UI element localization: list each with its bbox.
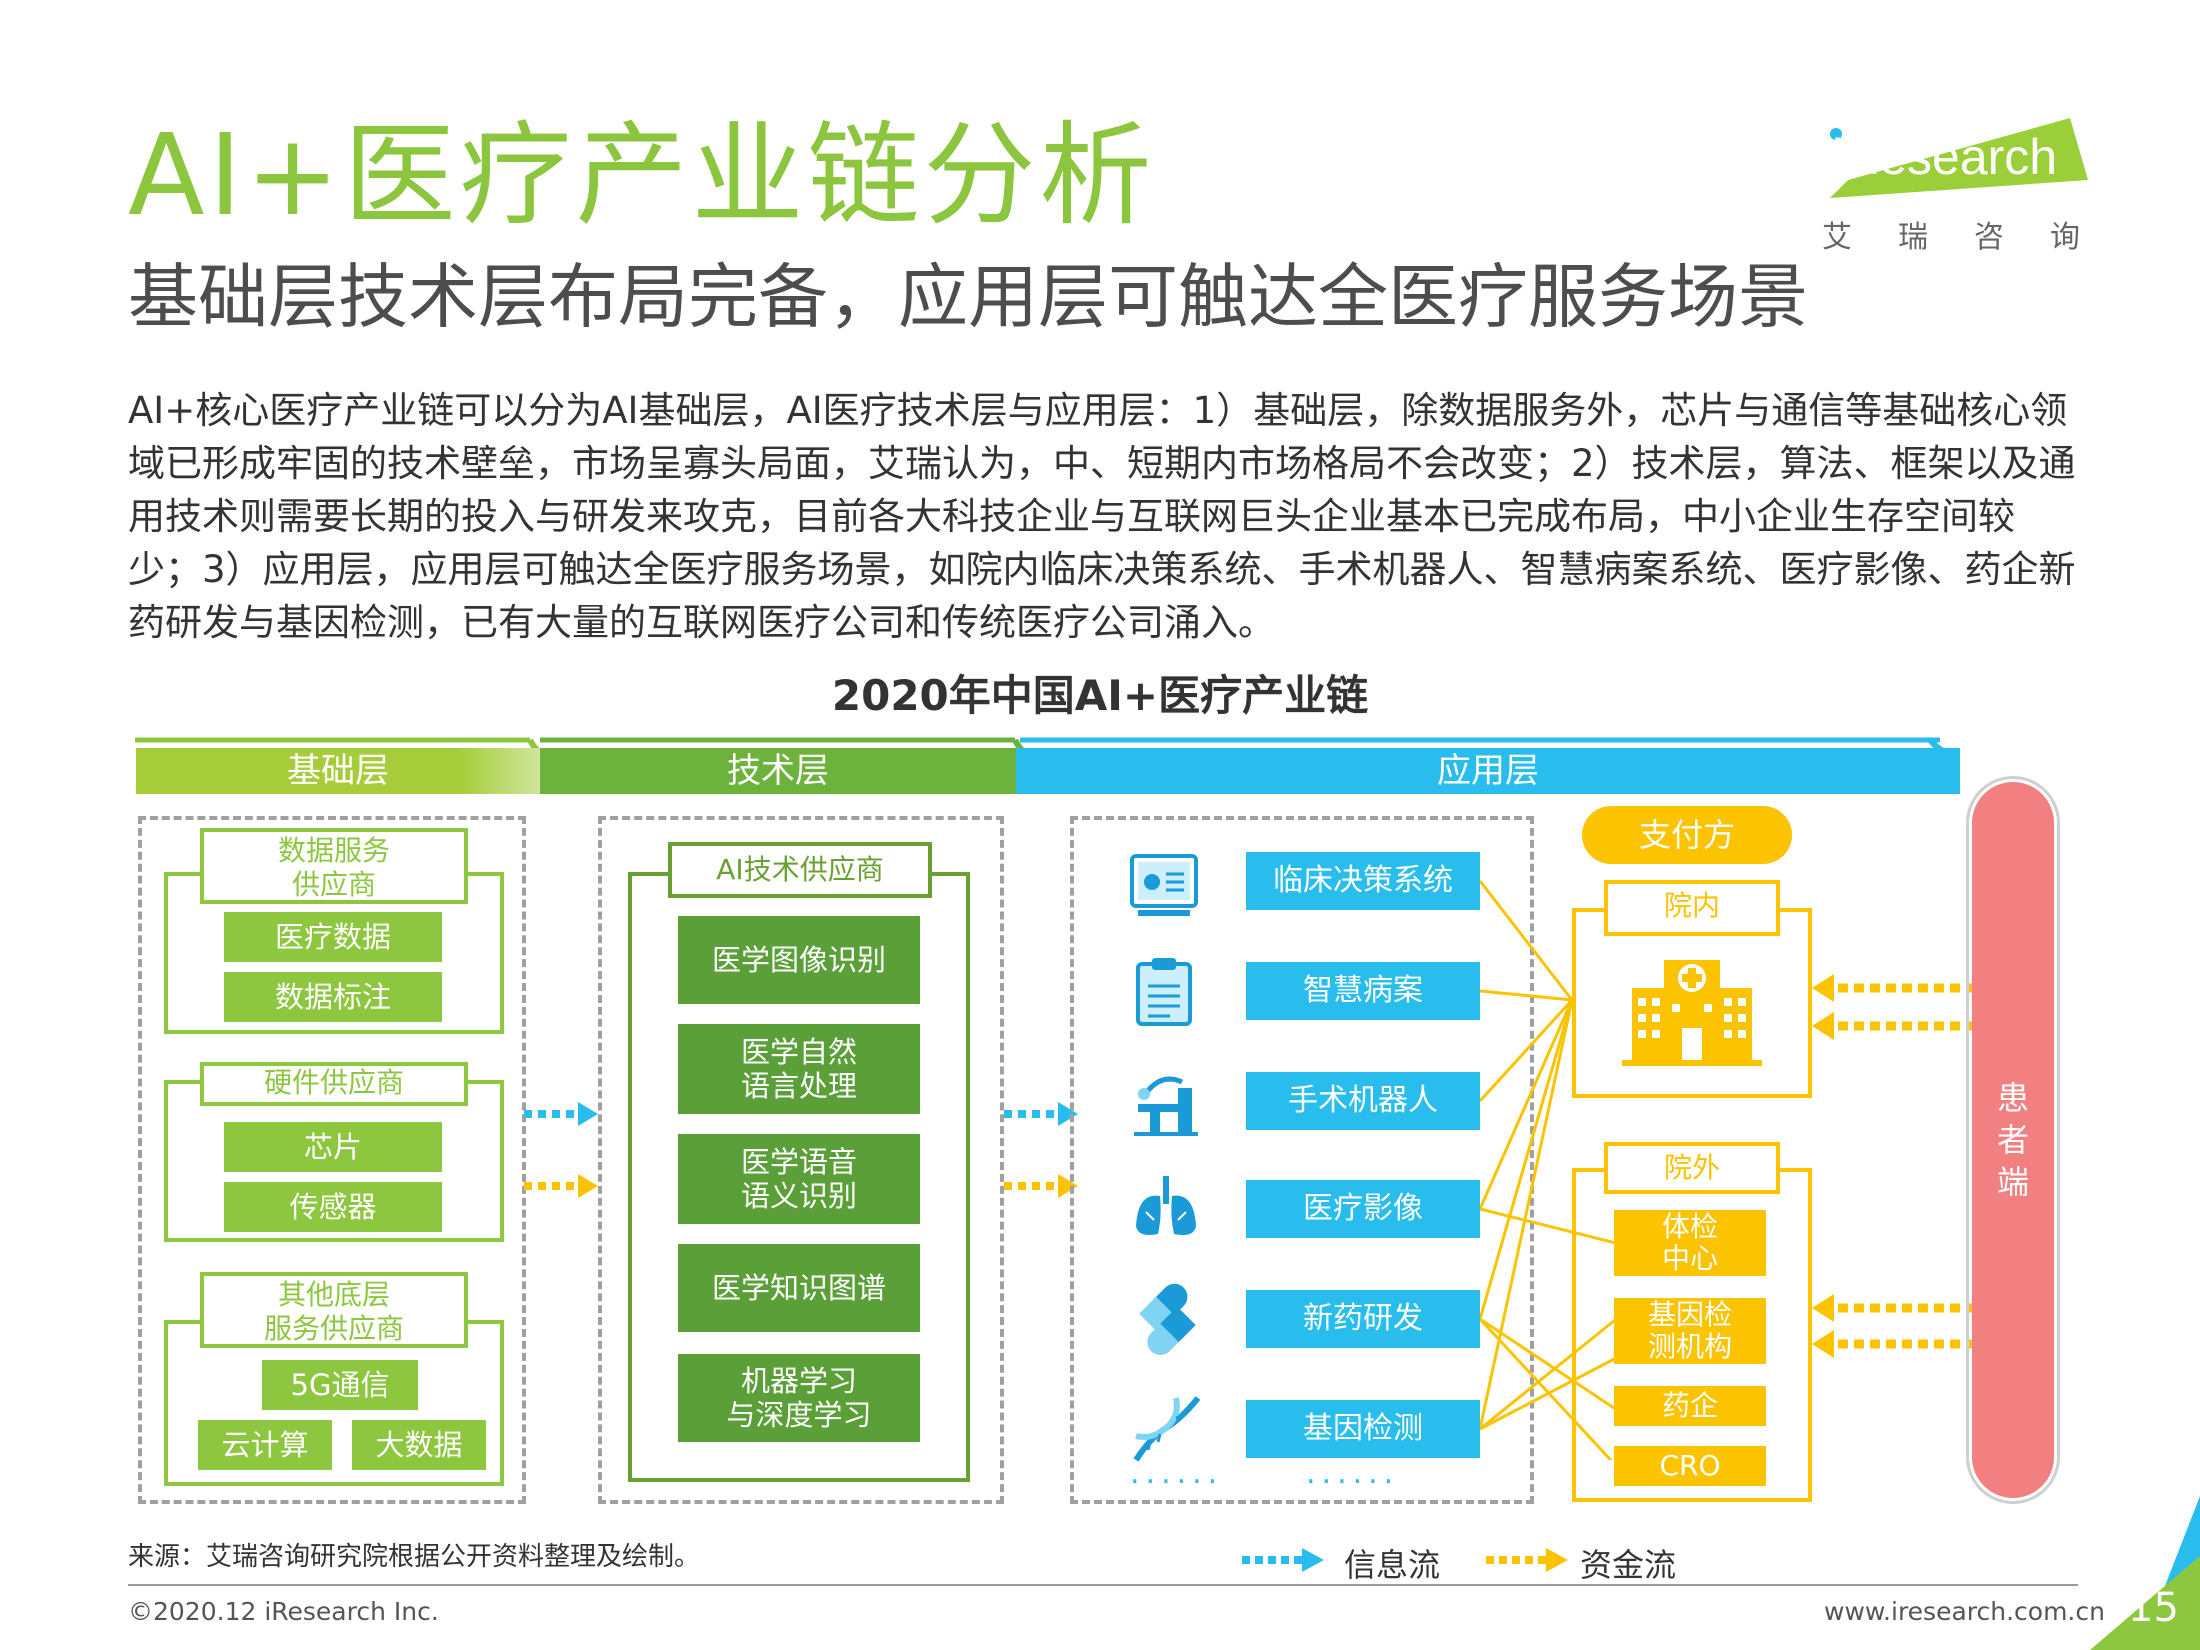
chip-medical-data: 医疗数据 [224,912,442,962]
layer-divider-lines [135,737,1952,756]
outside-gene-lab: 基因检 测机构 [1614,1298,1766,1364]
tech-speech: 医学语音 语义识别 [678,1134,920,1224]
layer-band-tech: 技术层 [540,748,1016,794]
diagram-title: 2020年中国AI+医疗产业链 [831,671,1369,720]
payer-badge: 支付方 [1582,806,1792,864]
svg-text:iResearch: iResearch [1832,129,2057,185]
tech-layer-container [598,816,1004,1504]
tech-machine-learning: 机器学习 与深度学习 [678,1354,920,1442]
footer-copyright: ©2020.12 iResearch Inc. [128,1597,439,1626]
arrows-patient-to-inside [1812,974,1976,1040]
hardware-header: 硬件供应商 [200,1062,468,1106]
app-gene-testing: 基因检测 [1246,1400,1480,1458]
layer-band-base: 基础层 [136,748,540,794]
chip-chips: 芯片 [224,1122,442,1172]
data-service-header: 数据服务 供应商 [200,828,468,904]
patient-side: 患 者 端 [1972,782,2054,1498]
hospital-icon [1622,960,1762,1066]
chip-5g: 5G通信 [262,1360,418,1410]
layer-band-app: 应用层 [1016,748,1960,794]
ai-tech-header: AI技术供应商 [668,842,932,898]
legend-fund-label: 资金流 [1580,1546,1677,1584]
outside-pharma: 药企 [1614,1386,1766,1426]
footer-website[interactable]: www.iresearch.com.cn [1824,1597,2105,1626]
app-items-ellipsis: ...... [1306,1456,1400,1491]
iresearch-logo: iResearch [1830,118,2088,198]
clipboard-icon [1136,958,1192,1026]
outside-physical-exam: 体检 中心 [1614,1210,1766,1276]
corner-decoration [2090,1496,2200,1650]
footer-divider [128,1584,2078,1586]
legend-fund-arrow [1486,1548,1568,1572]
page-number: 15 [2128,1585,2179,1631]
page-title: AI+医疗产业链分析 [128,111,1156,241]
chip-data-labeling: 数据标注 [224,972,442,1022]
app-clinical-decision: 临床决策系统 [1246,852,1480,910]
connector-lines [1480,880,1620,1460]
pill-icon [1139,1283,1196,1356]
base-layer-container [138,816,526,1504]
arrows-base-to-tech [524,1102,598,1198]
inside-hospital-header: 院内 [1604,880,1780,936]
legend-info-arrow [1242,1548,1324,1572]
logo-subtitle: 艾瑞咨询 [1822,220,2126,255]
chip-cloud: 云计算 [198,1420,332,1470]
other-service-header: 其他底层 服务供应商 [200,1272,468,1348]
intro-paragraph: AI+核心医疗产业链可以分为AI基础层，AI医疗技术层与应用层：1）基础层，除数… [128,389,2076,644]
tech-image-recognition: 医学图像识别 [678,916,920,1004]
source-note: 来源：艾瑞咨询研究院根据公开资料整理及绘制。 [128,1542,701,1572]
robot-icon [1134,1076,1198,1136]
lungs-icon [1136,1176,1196,1235]
legend-info-label: 信息流 [1344,1546,1441,1584]
app-drug-discovery: 新药研发 [1246,1290,1480,1348]
app-smart-records: 智慧病案 [1246,962,1480,1020]
tech-knowledge-graph: 医学知识图谱 [678,1244,920,1332]
outside-hospital-header: 院外 [1604,1142,1780,1194]
tech-nlp: 医学自然 语言处理 [678,1024,920,1114]
arrows-patient-to-outside [1812,1294,1976,1358]
app-surgical-robot: 手术机器人 [1246,1072,1480,1130]
app-medical-imaging: 医疗影像 [1246,1180,1480,1238]
patient-outline [1966,776,2060,1504]
app-icons-ellipsis: ...... [1130,1456,1224,1491]
outside-cro: CRO [1614,1446,1766,1486]
page-subtitle: 基础层技术层布局完备，应用层可触达全医疗服务场景 [128,256,1808,338]
chip-sensors: 传感器 [224,1182,442,1232]
arrows-tech-to-app [1004,1102,1078,1198]
app-layer-container [1070,816,1534,1504]
monitor-icon [1130,854,1198,916]
dna-icon [1133,1396,1201,1462]
chip-bigdata: 大数据 [352,1420,486,1470]
